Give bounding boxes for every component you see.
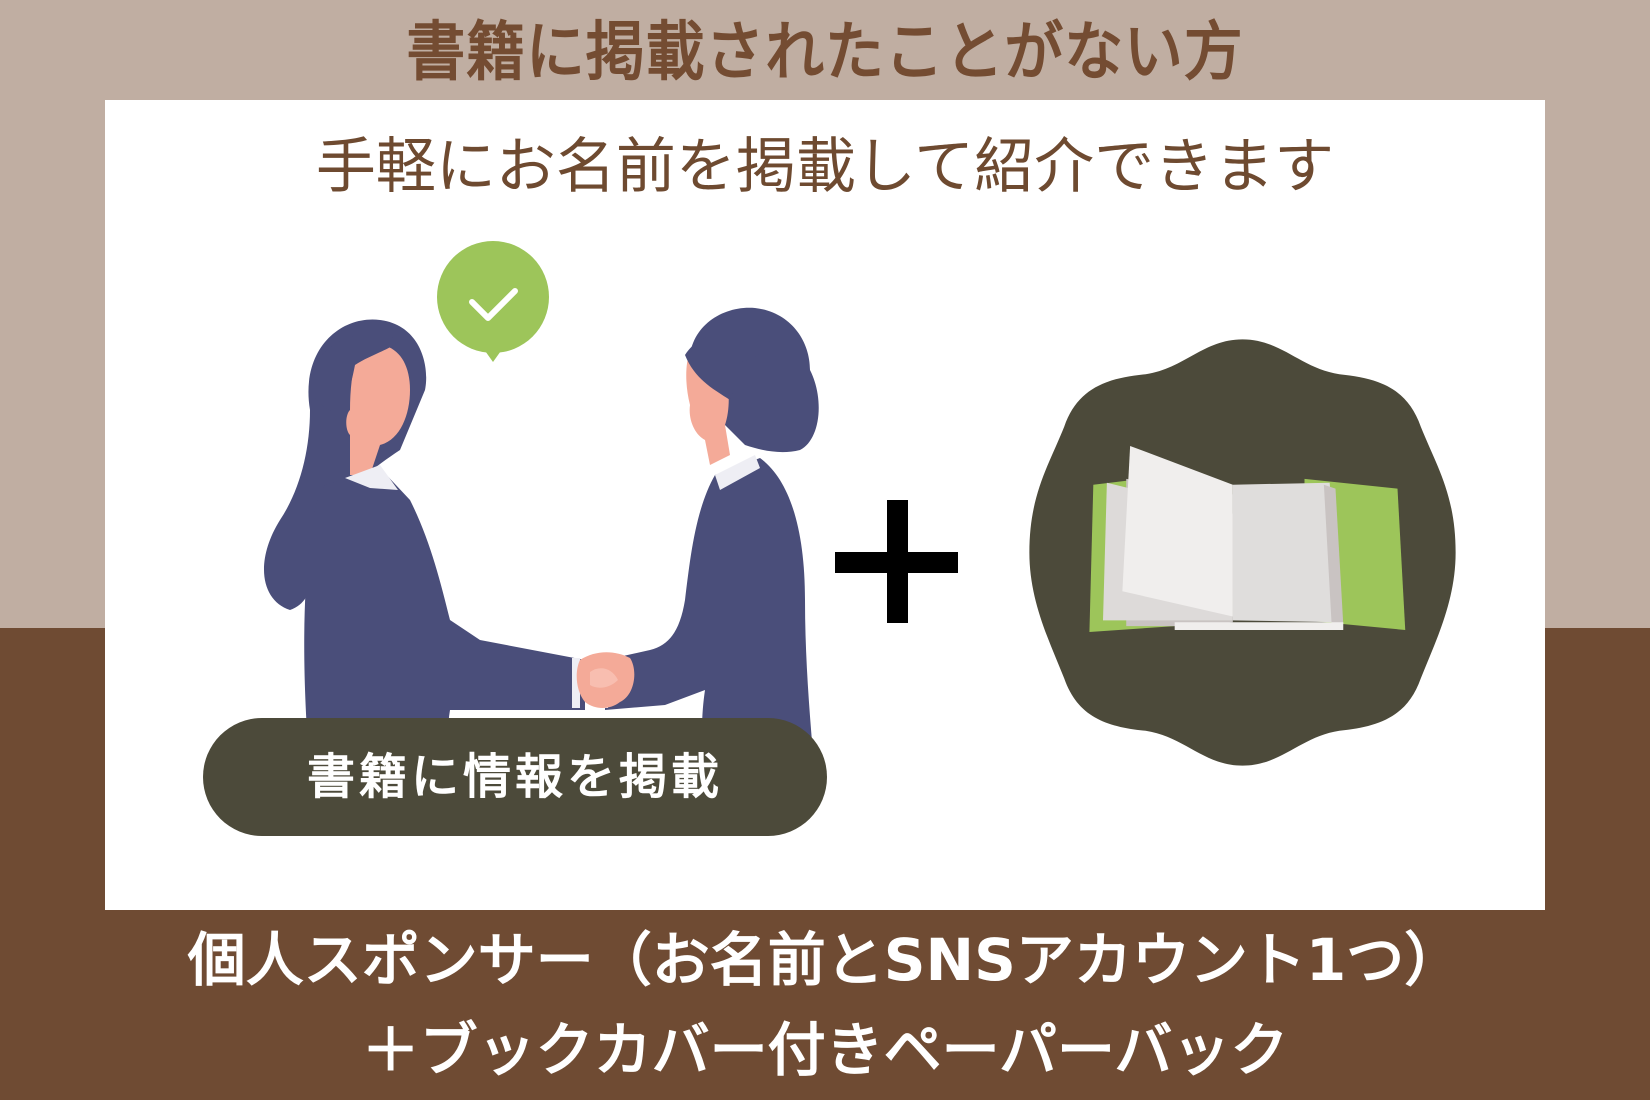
footer-line-1: 個人スポンサー（お名前とSNSアカウント1つ）	[187, 926, 1463, 994]
book-icon	[1089, 445, 1406, 632]
feature-pill-label: 書籍に情報を掲載	[203, 718, 827, 836]
panel-subtitle: 手軽にお名前を掲載して紹介できます	[315, 132, 1335, 202]
footer-line-2: ＋ブックカバー付きペーパーバック	[361, 1016, 1289, 1084]
content-panel: 手軽にお名前を掲載して紹介できます	[105, 100, 1545, 910]
check-icon	[437, 241, 549, 362]
page-title: 書籍に掲載されたことがない方	[406, 16, 1244, 90]
open-book-badge	[1029, 339, 1456, 766]
footer-caption: 個人スポンサー（お名前とSNSアカウント1つ） ＋ブックカバー付きペーパーバック	[0, 915, 1650, 1095]
